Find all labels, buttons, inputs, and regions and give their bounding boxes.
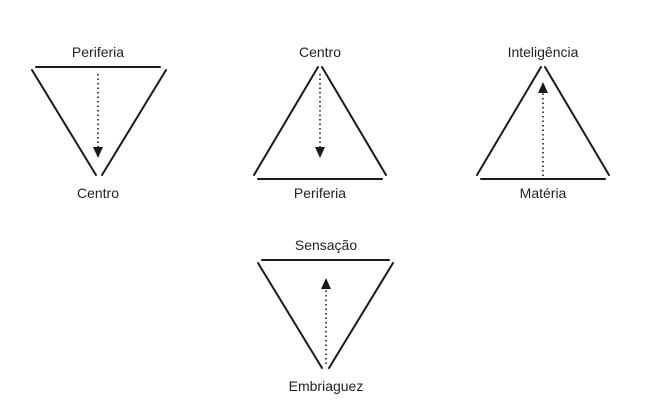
- triangle-4-left-edge: [257, 262, 323, 369]
- triangle-2-left-edge: [253, 66, 319, 176]
- triangle-2-top-label: Centro: [299, 44, 341, 60]
- triangle-1-arrow-head-down: [93, 147, 103, 158]
- triangle-periferia-centro: Periferia Centro: [31, 44, 167, 201]
- triangle-materia-inteligencia: Inteligência Matéria: [476, 44, 610, 201]
- triangle-1-top-label: Periferia: [72, 44, 124, 60]
- triangle-3-arrow-head-up: [538, 82, 548, 93]
- triangle-2-arrow-head-down: [315, 147, 325, 158]
- triangle-1-right-edge: [101, 69, 167, 176]
- triangle-2-right-edge: [321, 66, 387, 176]
- triangle-4-right-edge: [328, 262, 394, 369]
- triangle-1-left-edge: [31, 69, 97, 176]
- triangle-2-bottom-label: Periferia: [294, 185, 346, 201]
- triangle-4-arrow-head-up: [321, 278, 331, 289]
- triangle-embriaguez-sensacao: Sensação Embriaguez: [257, 237, 394, 394]
- triangle-3-bottom-label: Matéria: [520, 185, 567, 201]
- triangle-1-bottom-label: Centro: [77, 185, 119, 201]
- triangle-3-left-edge: [476, 66, 542, 176]
- triangle-4-bottom-label: Embriaguez: [289, 378, 364, 394]
- triangle-3-right-edge: [544, 66, 610, 176]
- triangle-3-top-label: Inteligência: [508, 44, 579, 60]
- triangle-centro-periferia: Centro Periferia: [253, 44, 387, 201]
- triangle-4-top-label: Sensação: [295, 237, 357, 253]
